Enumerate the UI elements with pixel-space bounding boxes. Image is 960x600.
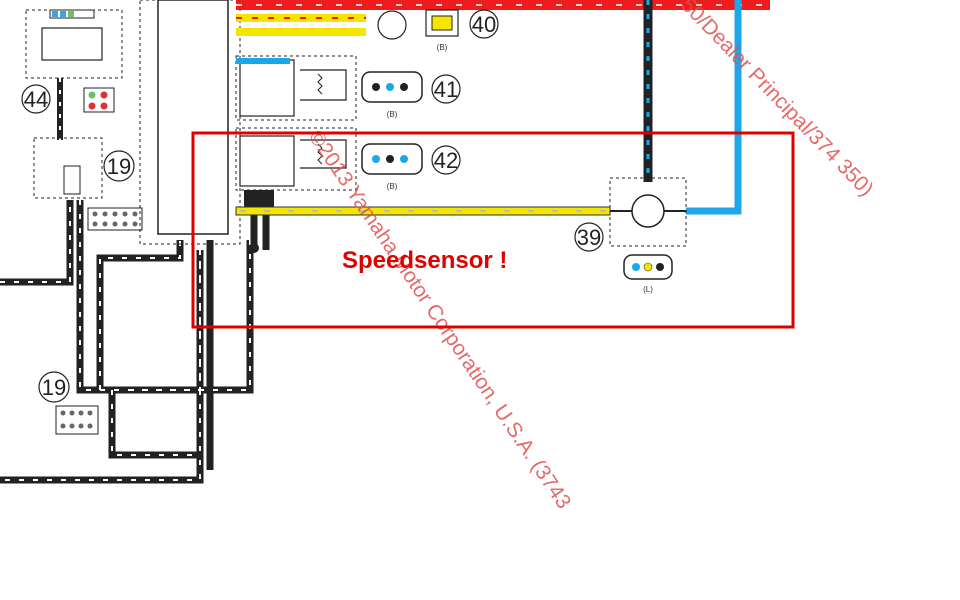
- connector-42-code: (B): [387, 182, 398, 191]
- component-19-upper-label: 19: [107, 154, 131, 179]
- component-42-label: 42: [434, 148, 458, 173]
- component-40-label: 40: [472, 12, 496, 37]
- speed-sensor-highlight-box: [191, 131, 795, 329]
- component-41-label: 41: [434, 77, 458, 102]
- component-44-label: 44: [24, 87, 48, 112]
- watermark-diagonal: ©2013 Yamaha Motor Corporation, U.S.A. (…: [304, 126, 575, 513]
- component-39-label: 39: [577, 225, 601, 250]
- control-unit: [139, 0, 241, 245]
- component-41: (B) 41: [235, 55, 461, 121]
- component-19-lower-label: 19: [42, 375, 66, 400]
- watermark-right: 50/Dealer Principal/374 350): [676, 0, 877, 201]
- center-trunk: [244, 190, 274, 253]
- component-42: (B) 42: [235, 127, 461, 191]
- speed-sensor-circuit: 39 (L): [235, 0, 742, 294]
- connector-39-code: (L): [643, 285, 653, 294]
- connector-40-code: (B): [437, 43, 448, 52]
- speedsensor-annotation: Speedsensor !: [342, 247, 507, 274]
- connector-41-code: (B): [387, 110, 398, 119]
- red-yellow-bus: (B) 40: [236, 0, 770, 52]
